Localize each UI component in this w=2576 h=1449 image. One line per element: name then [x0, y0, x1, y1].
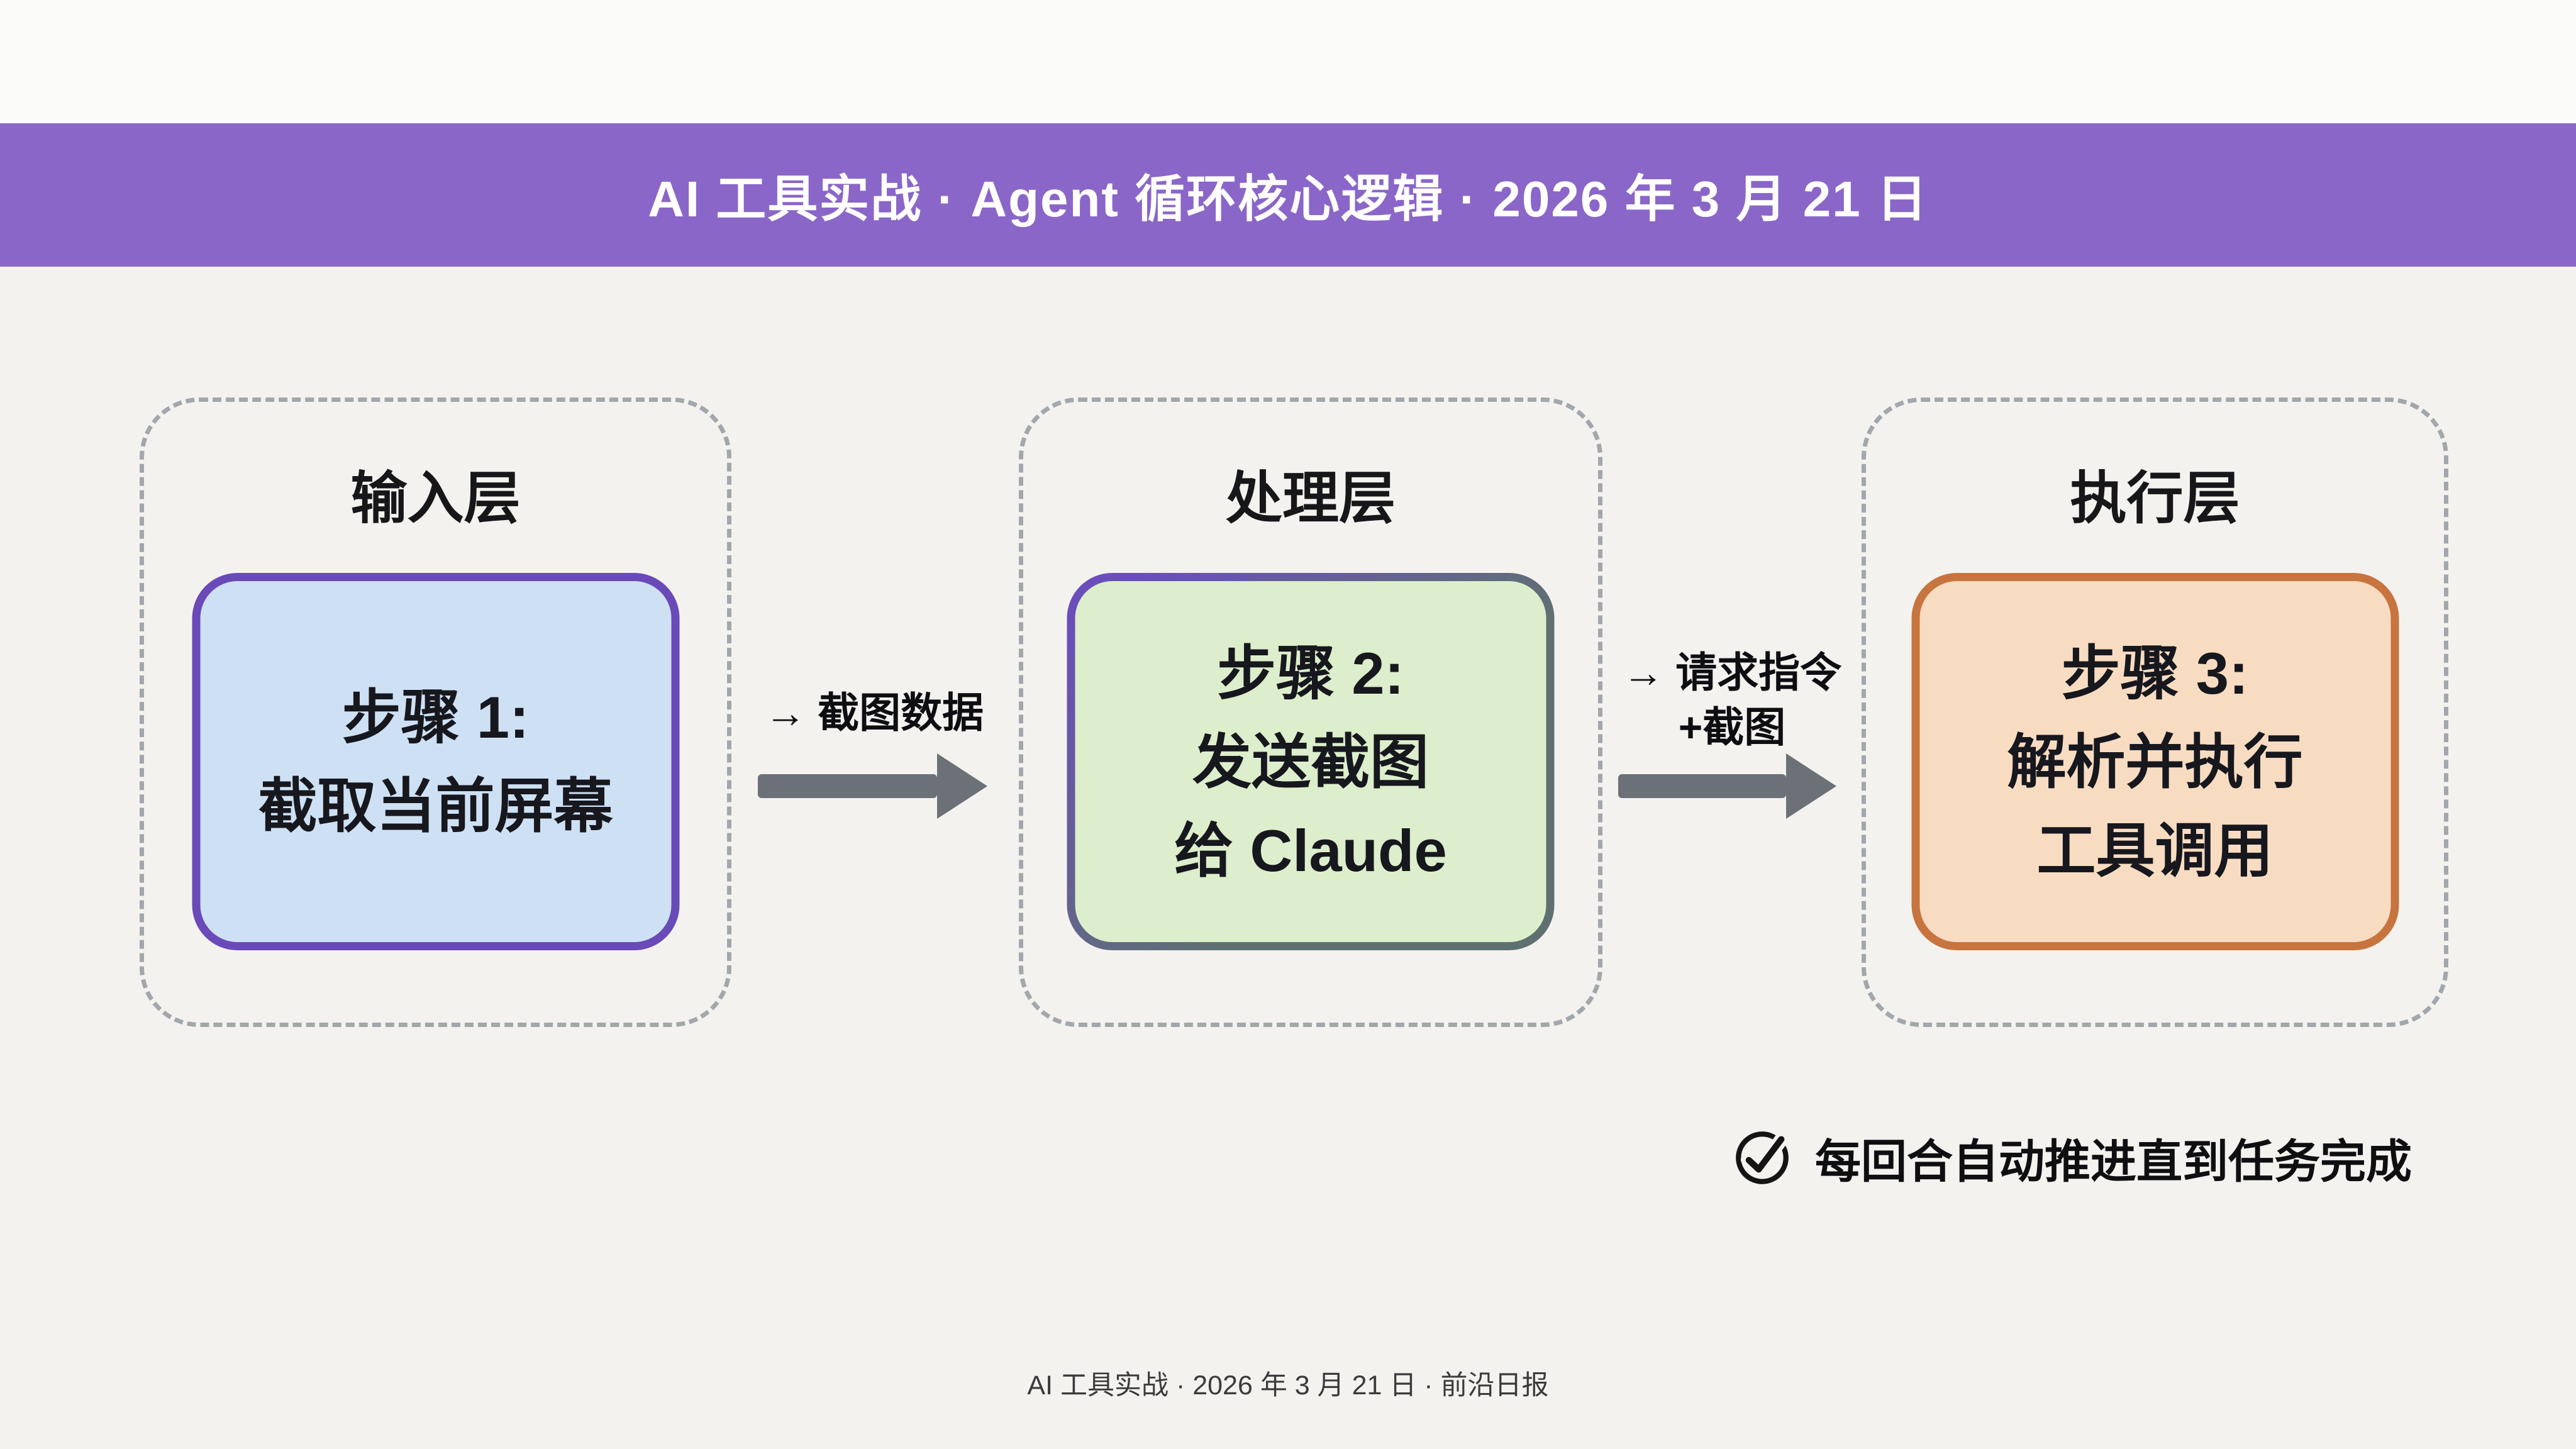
step-3-line-1: 步骤 3:	[2061, 640, 2249, 706]
step-3-line-3: 工具调用	[2036, 817, 2273, 884]
footer-caption: AI 工具实战 · 2026 年 3 月 21 日 · 前沿日报	[1027, 1370, 1549, 1401]
step-box-1: 步骤 1: 截取当前屏幕	[192, 573, 679, 950]
layer-container-processing: 处理层 步骤 2: 发送截图 给 Claude	[1019, 397, 1602, 1027]
top-strip	[0, 0, 2576, 123]
step-box-3: 步骤 3: 解析并执行 工具调用	[1911, 573, 2399, 950]
arrow-1-shaft	[758, 774, 937, 798]
layer-title-processing: 处理层	[1226, 467, 1396, 530]
arrow-2-icon	[1618, 753, 1836, 819]
arrow-2-label: → 请求指令 +截图	[1623, 645, 1841, 755]
step-2-line-3: 给 Claude	[1174, 817, 1447, 884]
arrow-1-label-line: → 截图数据	[764, 689, 984, 736]
arrow-2-shaft	[1618, 774, 1786, 798]
step-1-line-1: 步骤 1:	[341, 684, 530, 750]
arrow-1-label: → 截图数据	[765, 686, 984, 740]
completion-note: 每回合自动推进直到任务完成	[1733, 1124, 2412, 1191]
step-2-line-1: 步骤 2:	[1217, 640, 1404, 706]
arrow-1-icon	[758, 753, 987, 819]
layer-container-execution: 执行层 步骤 3: 解析并执行 工具调用	[1862, 397, 2448, 1027]
layer-container-input: 输入层 步骤 1: 截取当前屏幕	[140, 397, 731, 1027]
arrow-1-head	[937, 753, 987, 819]
layer-title-input: 输入层	[350, 467, 521, 530]
step-1-line-2: 截取当前屏幕	[258, 773, 613, 839]
arrow-2-label-line-1: → 请求指令	[1622, 649, 1842, 696]
step-box-2: 步骤 2: 发送截图 给 Claude	[1067, 573, 1555, 950]
arrow-2-head	[1786, 753, 1836, 819]
step-2-line-2: 发送截图	[1192, 728, 1429, 795]
step-3-line-2: 解析并执行	[2007, 728, 2303, 795]
page-title: AI 工具实战 · Agent 循环核心逻辑 · 2026 年 3 月 21 日	[648, 171, 1928, 227]
layer-title-execution: 执行层	[2070, 467, 2240, 530]
check-circle-icon	[1736, 1131, 1789, 1184]
completion-note-text: 每回合自动推进直到任务完成	[1815, 1136, 2412, 1187]
arrow-2-label-line-2: +截图	[1678, 704, 1786, 751]
header-banner: AI 工具实战 · Agent 循环核心逻辑 · 2026 年 3 月 21 日	[0, 123, 2576, 267]
